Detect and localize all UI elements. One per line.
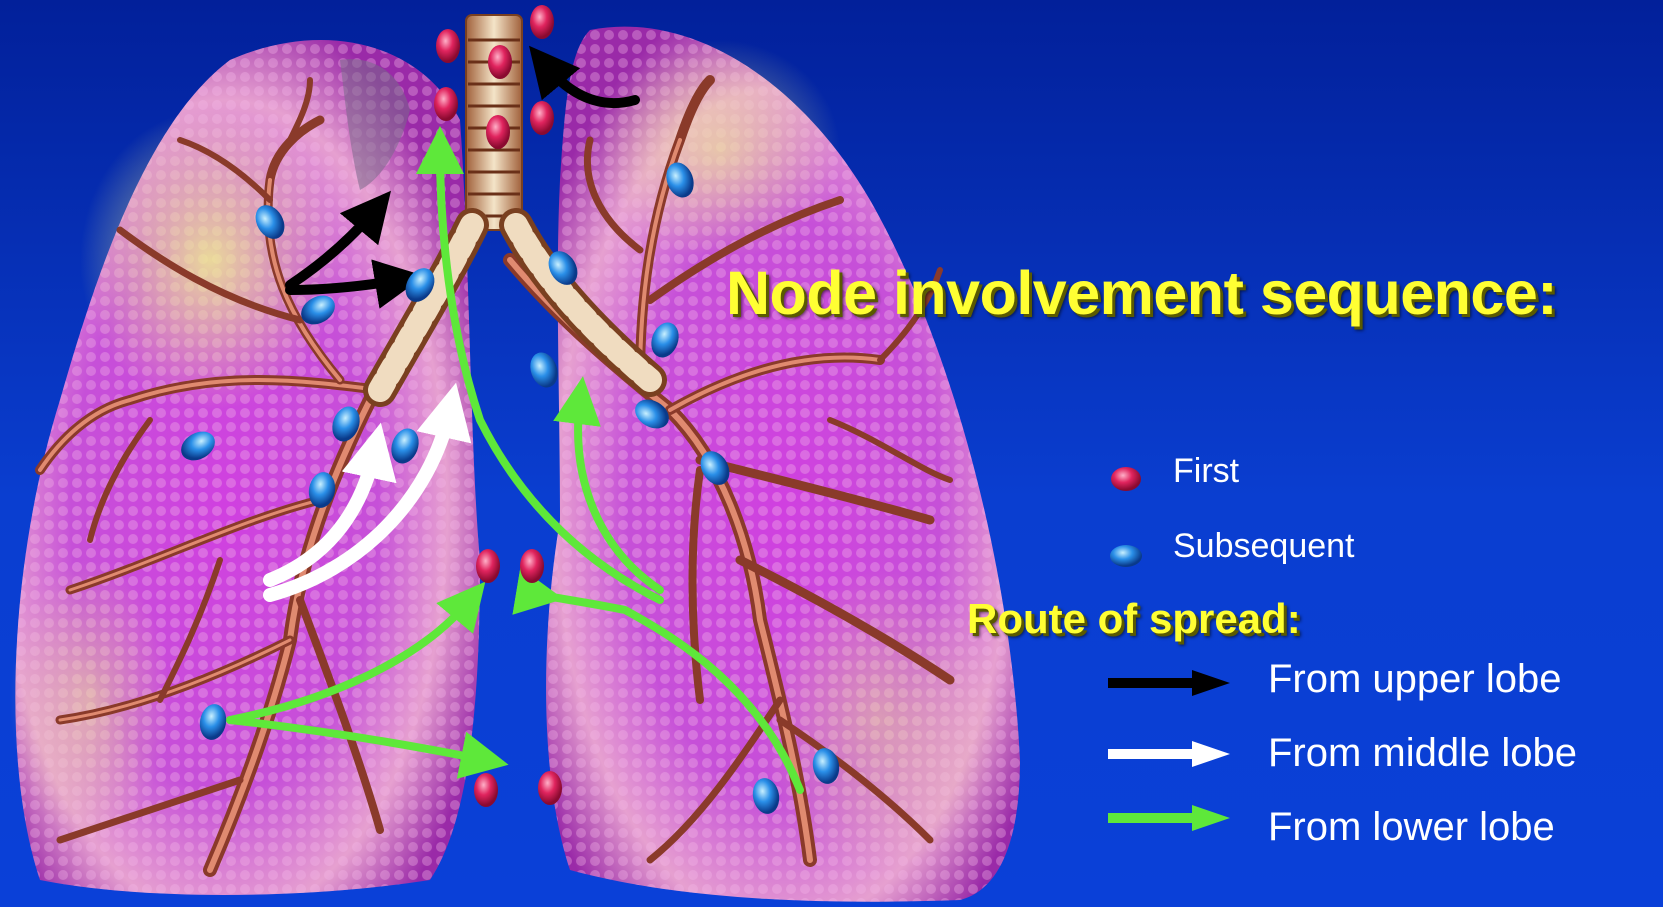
right-lung: [546, 27, 1020, 902]
first-node-label: First: [1173, 452, 1239, 491]
lower-lobe-arrow-icon: [1106, 801, 1232, 835]
lower-lobe-label: From lower lobe: [1268, 805, 1555, 850]
first-node-icon: [1108, 464, 1144, 494]
page-title: Node involvement sequence:: [726, 258, 1557, 328]
subsequent-node-icon: [1108, 542, 1144, 570]
subsequent-node-label: Subsequent: [1173, 527, 1355, 566]
route-of-spread-heading: Route of spread:: [967, 595, 1301, 643]
middle-lobe-arrow-icon: [1106, 737, 1232, 771]
upper-lobe-arrow-icon: [1106, 666, 1232, 700]
upper-lobe-label: From upper lobe: [1268, 657, 1561, 702]
middle-lobe-label: From middle lobe: [1268, 731, 1577, 776]
